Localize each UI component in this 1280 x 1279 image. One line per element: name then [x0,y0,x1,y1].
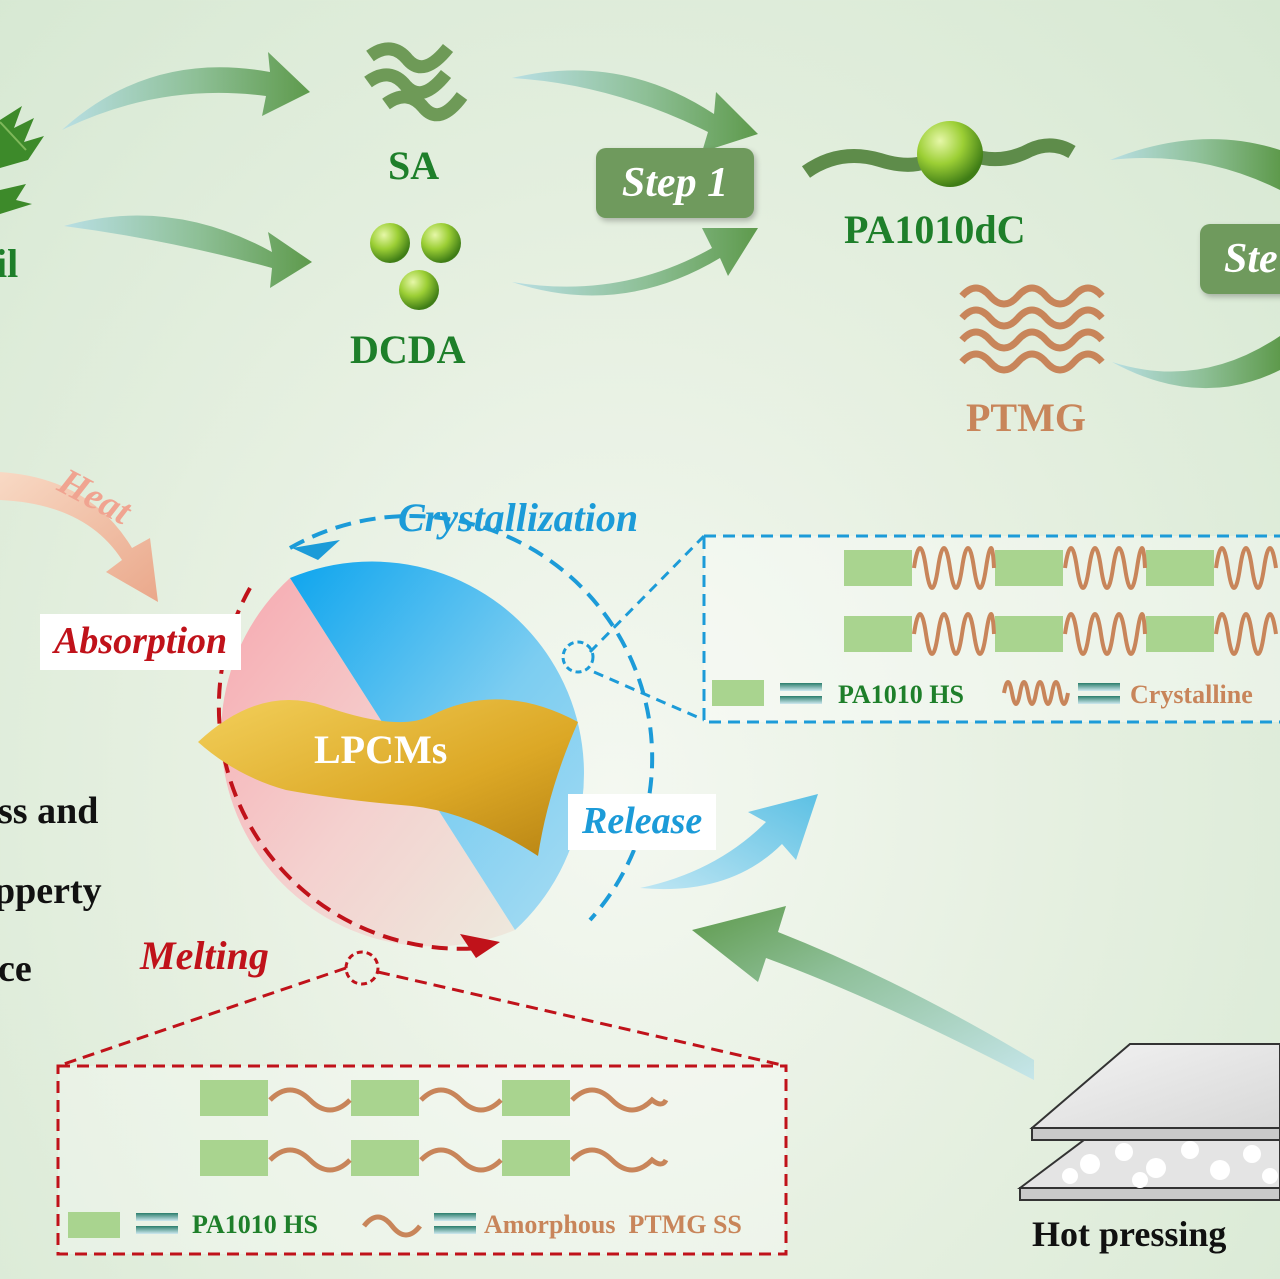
crystallization-label: Crystallization [398,495,639,540]
ptmg-chains-icon [959,284,1105,374]
release-label: Release [568,794,717,850]
arrow-dcda-to-step1 [512,228,758,296]
absorption-label: Absorption [40,614,242,670]
arrow-sa-to-step1 [512,70,758,152]
release-arrow [640,794,818,890]
hot-press-icon [1017,1043,1280,1201]
melting-label: Melting [140,933,269,978]
source-label-fragment: il [0,241,19,286]
amorphous-hs-legend: PA1010 HS [192,1210,318,1239]
sa-sheets-icon [364,42,468,122]
leaf-icon [0,106,44,214]
dcda-label: DCDA [350,327,466,372]
heat-arrow [0,472,158,602]
step1-label: Step 1 [621,160,729,206]
sa-label: SA [388,143,440,188]
lpcms-label: LPCMs [314,727,448,772]
arrow-to-sa [62,52,310,130]
step2-label-fragment: Ste [1224,236,1278,282]
side-text-line2: pperty [0,870,102,912]
crystalline-hs-legend: PA1010 HS [838,680,964,709]
dcda-spheres-icon [370,223,461,310]
step2-box: Ste [1200,224,1280,294]
lpcm-sheet-icon [198,699,578,856]
crystalline-zoom-box [588,534,1280,724]
ptmg-label: PTMG [966,395,1086,440]
step1-box: Step 1 [596,148,754,218]
crystalline-ss-legend: Crystalline [1130,680,1253,709]
side-text-line3: ce [0,948,32,990]
side-text-line1: ss and [0,790,99,832]
arrow-to-dcda [64,215,312,288]
pa1010dc-molecule-icon [801,121,1076,187]
arrow-ptmg-to-step2 [1112,336,1280,389]
amorphous-ss-legend: Amorphous PTMG SS [484,1210,742,1239]
pa1010dc-label: PA1010dC [844,207,1026,252]
hot-pressing-arrow [692,906,1034,1080]
arrow-pa-to-step2 [1110,139,1280,190]
amorphous-zoom-box [56,966,788,1256]
hot-pressing-label: Hot pressing [1032,1214,1227,1254]
